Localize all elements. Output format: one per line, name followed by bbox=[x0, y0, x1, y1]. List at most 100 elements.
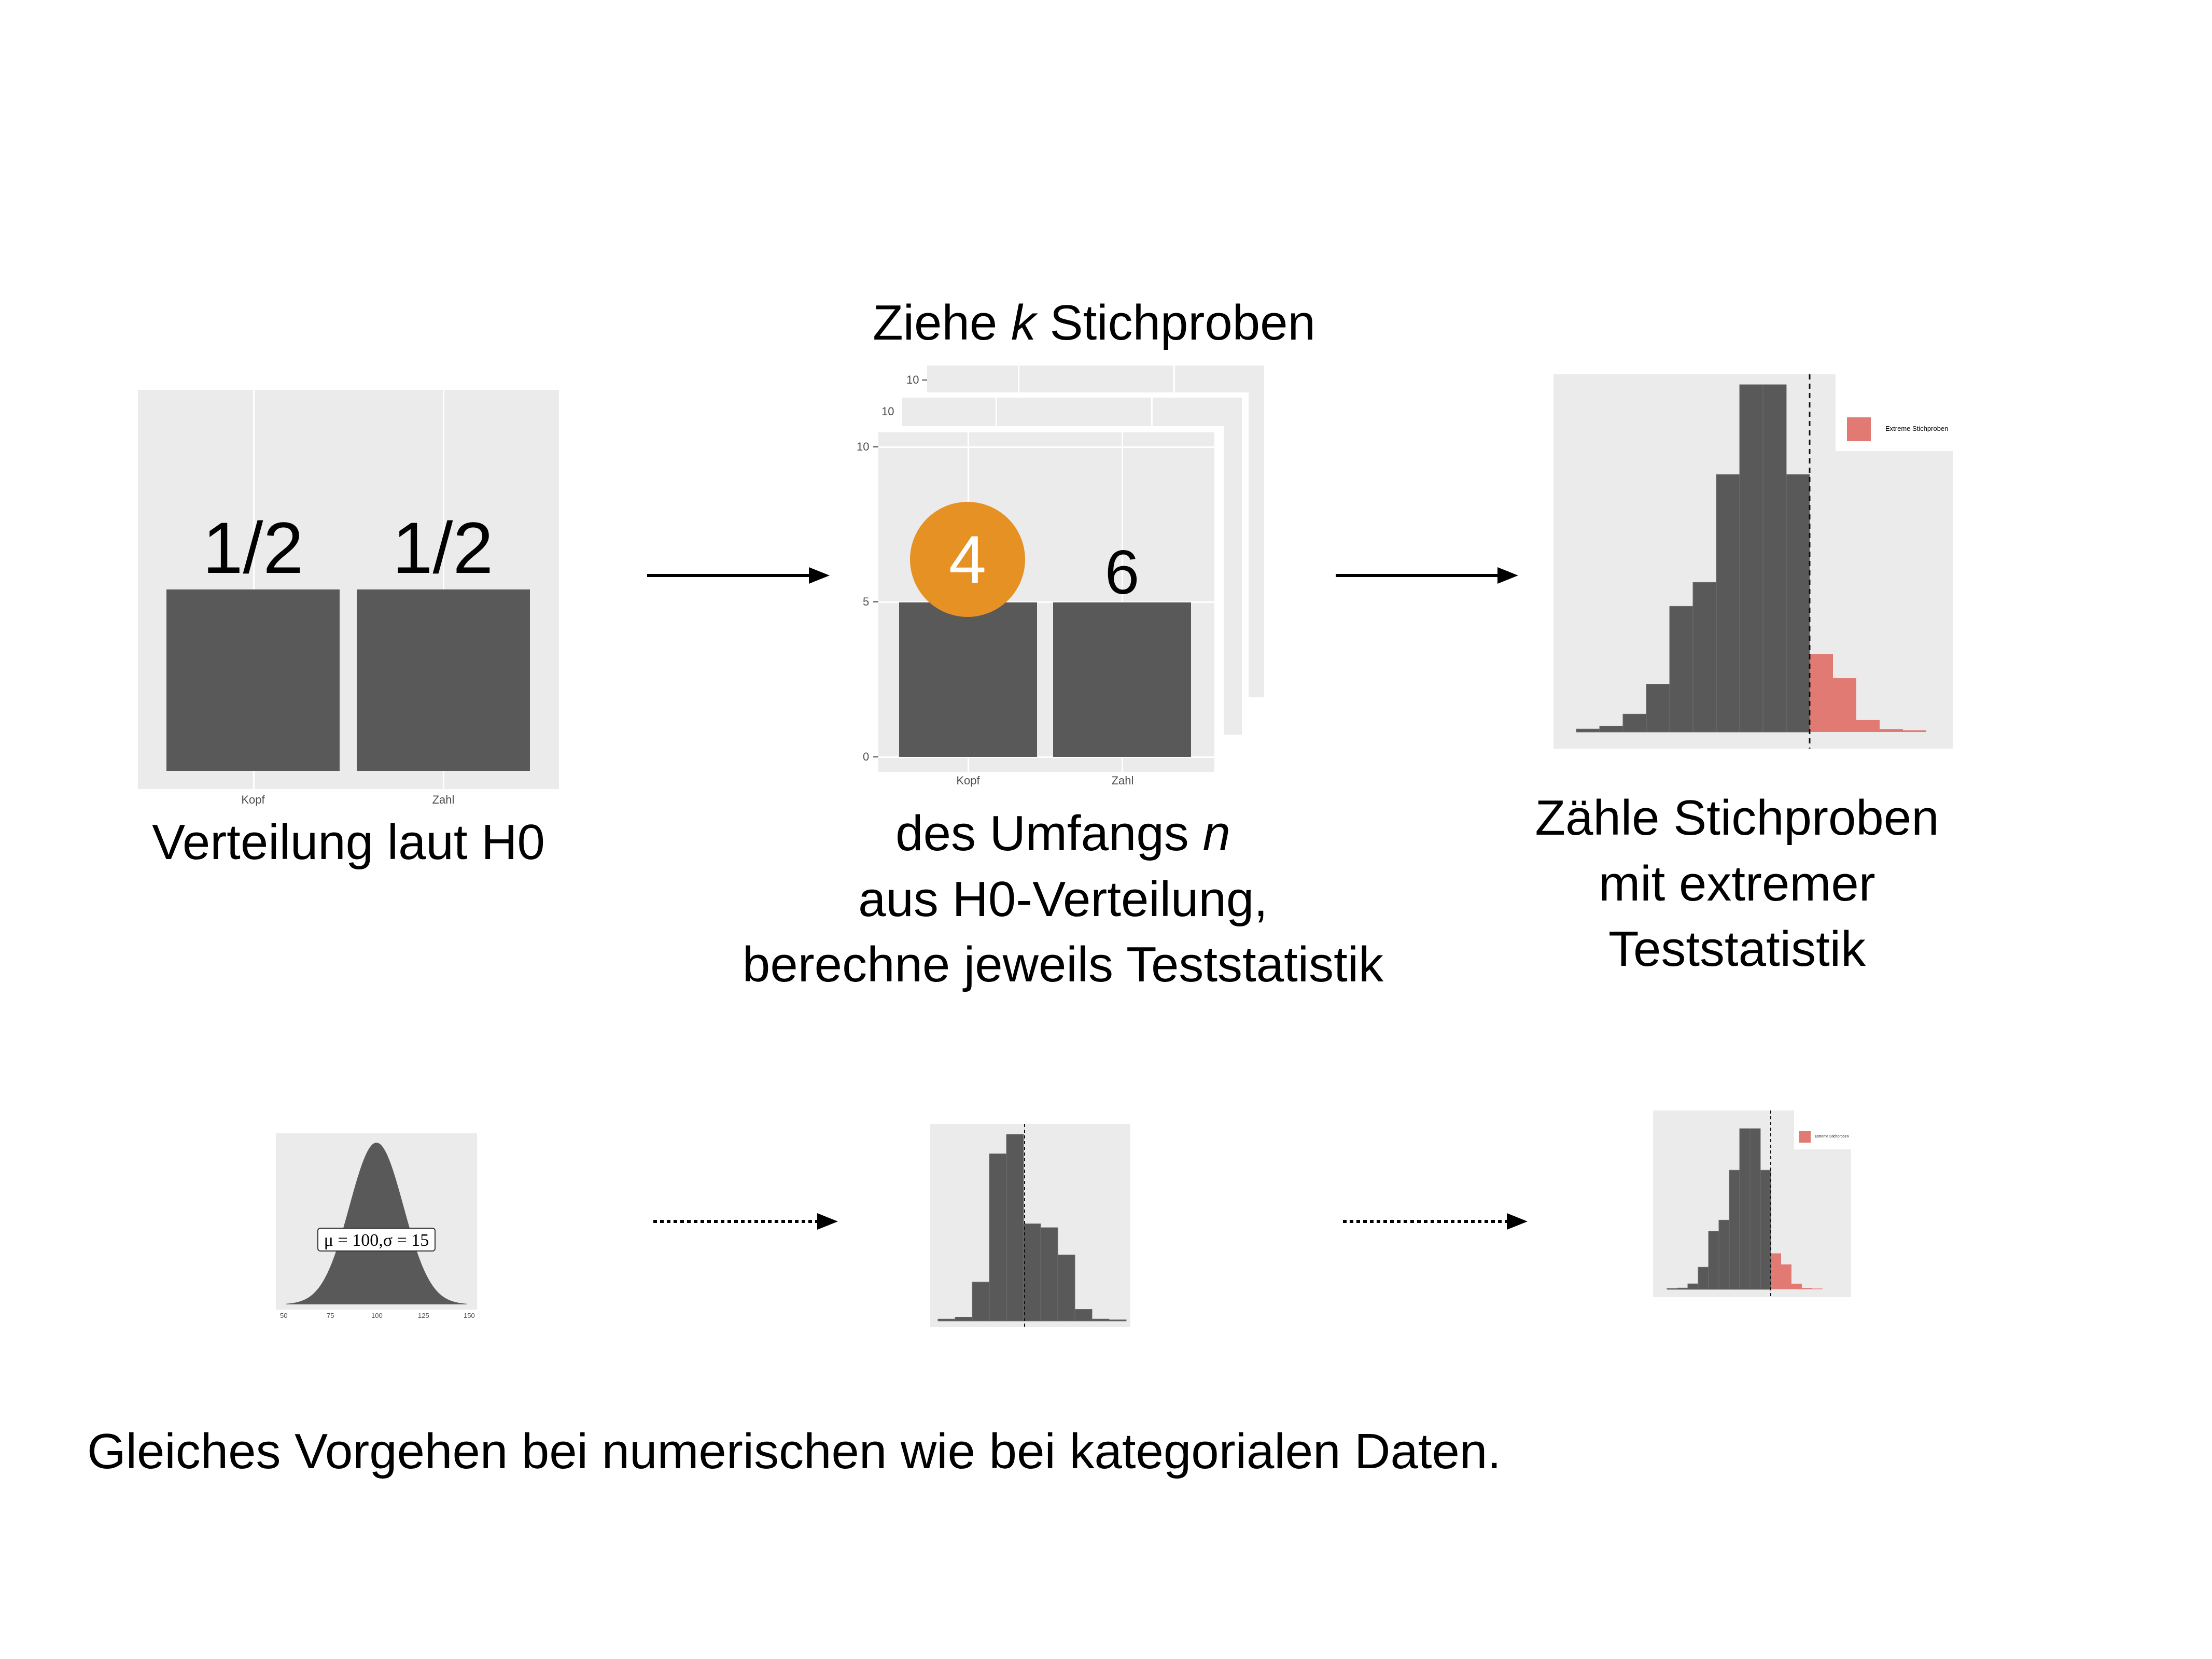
sample-caption-line1: des Umfangs n bbox=[653, 801, 1473, 867]
sample-value-label-zahl: 6 bbox=[1104, 538, 1140, 607]
draw-prefix: Ziehe bbox=[873, 295, 1011, 350]
hist-bar bbox=[1040, 1227, 1058, 1321]
hist-bar bbox=[972, 1282, 990, 1321]
hist-bar bbox=[1729, 1170, 1740, 1290]
hist-bar bbox=[1739, 384, 1763, 733]
hist-bar bbox=[1692, 582, 1717, 733]
count-caption-line2: mit extremer bbox=[1599, 855, 1875, 911]
extreme-bar bbox=[1771, 1253, 1781, 1289]
sample-ytick-5: 5 bbox=[863, 595, 870, 608]
small-null-legend-bg bbox=[1794, 1110, 1851, 1149]
extreme-bar bbox=[1802, 1288, 1812, 1289]
sample-ytick-mark bbox=[873, 756, 878, 757]
h0-chart-panel: 1/2 1/2 bbox=[138, 390, 559, 789]
normal-xtick-150: 150 bbox=[464, 1312, 475, 1319]
arrow-right-icon bbox=[647, 567, 830, 584]
back-sheet-ytick-mark bbox=[922, 379, 927, 381]
hist-bar bbox=[937, 1318, 956, 1321]
hist-bar bbox=[1739, 1128, 1751, 1290]
normal-xtick-100: 100 bbox=[371, 1312, 383, 1319]
h0-caption: Verteilung laut H0 bbox=[152, 814, 545, 870]
hist-bar bbox=[1786, 474, 1810, 733]
null-hist-plot bbox=[1576, 374, 1926, 749]
normal-curve-plot bbox=[286, 1143, 467, 1304]
hist-bar bbox=[1646, 684, 1670, 733]
small-null-hist-plot bbox=[1667, 1110, 1823, 1297]
count-caption-line1: Zähle Stichproben bbox=[1535, 790, 1939, 846]
sample-ytick-0: 0 bbox=[863, 750, 870, 763]
sample-grid-line bbox=[878, 756, 1214, 758]
normal-xtick-50: 50 bbox=[280, 1312, 288, 1319]
null-hist-legend-key bbox=[1847, 417, 1871, 441]
back-sheet-ytick: 10 bbox=[906, 373, 919, 386]
hist-bar bbox=[1677, 1287, 1688, 1290]
hist-bar bbox=[1669, 606, 1693, 733]
extreme-bar bbox=[1781, 1264, 1791, 1289]
hist-bar bbox=[1023, 1224, 1041, 1321]
hist-bar bbox=[1716, 474, 1740, 733]
hist-bar bbox=[1074, 1309, 1093, 1321]
sample-caption-line3: berechne jeweils Teststatistik bbox=[742, 937, 1384, 993]
sample-ytick-mark bbox=[873, 601, 878, 602]
hist-bar bbox=[1760, 1170, 1771, 1290]
back-sheet-ytick: 10 bbox=[881, 405, 894, 418]
hist-bar bbox=[1576, 728, 1600, 733]
extreme-bar bbox=[1810, 654, 1833, 732]
normal-xtick-75: 75 bbox=[327, 1312, 334, 1319]
sample-ytick-mark bbox=[873, 446, 878, 447]
small-null-legend-label: Extreme Stichproben bbox=[1815, 1135, 1849, 1138]
extreme-bar bbox=[1903, 730, 1926, 732]
hist-bar bbox=[1057, 1255, 1075, 1321]
count-caption: Zähle Stichproben mit extremer Teststati… bbox=[1441, 785, 2033, 982]
h0-value-label-zahl: 1/2 bbox=[392, 507, 494, 588]
hist-bar bbox=[1006, 1134, 1024, 1321]
sample-ytick-10: 10 bbox=[857, 440, 870, 453]
highlight-badge: 4 bbox=[910, 502, 1025, 617]
extreme-bar bbox=[1833, 678, 1856, 732]
draw-k: k bbox=[1011, 295, 1036, 350]
hist-bar bbox=[1109, 1319, 1127, 1321]
extreme-bar bbox=[1812, 1288, 1823, 1289]
sample-chart-panel: 6 bbox=[878, 432, 1214, 772]
sample-xtick-kopf: Kopf bbox=[956, 774, 980, 787]
hist-bar bbox=[989, 1154, 1007, 1321]
hist-bar bbox=[1091, 1318, 1110, 1321]
extreme-bar bbox=[1880, 729, 1903, 732]
h0-bar-zahl bbox=[357, 589, 530, 771]
hist-bar bbox=[955, 1317, 973, 1321]
hist-bar bbox=[1687, 1283, 1699, 1290]
null-hist-legend-label: Extreme Stichproben bbox=[1885, 425, 1949, 432]
draw-k-samples-caption: Ziehe k Stichproben bbox=[809, 290, 1379, 356]
small-null-legend-key bbox=[1799, 1131, 1811, 1143]
hist-bar bbox=[1749, 1128, 1761, 1290]
sample-grid-line bbox=[878, 446, 1214, 448]
h0-value-label-kopf: 1/2 bbox=[202, 507, 304, 588]
arrow-right-icon bbox=[1336, 567, 1518, 584]
sample-caption-n: n bbox=[1202, 806, 1230, 861]
h0-tick-kopf: Kopf bbox=[241, 793, 265, 806]
dotted-arrow-right-icon bbox=[653, 1213, 838, 1230]
hist-bar bbox=[1698, 1267, 1709, 1290]
extreme-bar bbox=[1791, 1284, 1802, 1289]
count-caption-line3: Teststatistik bbox=[1608, 921, 1866, 977]
sample-xtick-zahl: Zahl bbox=[1111, 774, 1134, 787]
small-hist-plot bbox=[937, 1124, 1127, 1327]
sample-bar-zahl bbox=[1053, 602, 1191, 757]
hist-bar bbox=[1718, 1219, 1730, 1290]
hist-bar bbox=[1667, 1288, 1678, 1290]
sample-grid-line bbox=[878, 601, 1214, 603]
extreme-bar bbox=[1856, 720, 1880, 732]
hist-bar bbox=[1708, 1231, 1719, 1290]
normal-xtick-125: 125 bbox=[418, 1312, 429, 1319]
draw-suffix: Stichproben bbox=[1035, 295, 1315, 350]
hist-bar bbox=[1762, 384, 1787, 733]
h0-bar-kopf bbox=[166, 589, 340, 771]
sample-caption-line2: aus H0-Verteilung, bbox=[858, 871, 1268, 927]
hist-bar bbox=[1622, 713, 1647, 733]
h0-tick-zahl: Zahl bbox=[432, 793, 455, 806]
sample-caption: des Umfangs n aus H0-Verteilung, berechn… bbox=[653, 801, 1473, 998]
normal-density-area bbox=[286, 1143, 467, 1304]
dotted-arrow-right-icon bbox=[1343, 1213, 1528, 1230]
footer-caption: Gleiches Vorgehen bei numerischen wie be… bbox=[87, 1424, 1501, 1479]
hist-bar bbox=[1599, 725, 1623, 733]
